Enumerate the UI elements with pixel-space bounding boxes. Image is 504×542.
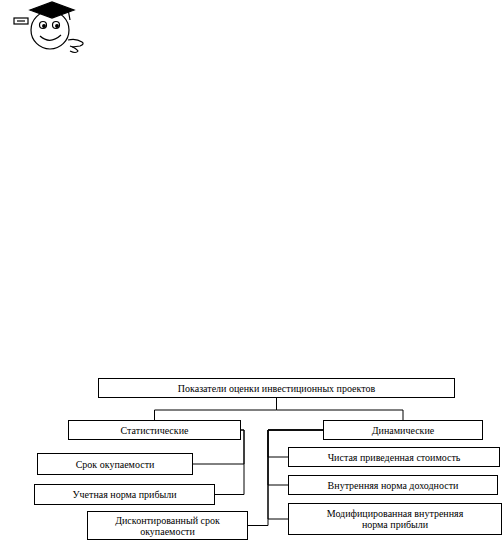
box-text: Учетная норма прибыли (72, 489, 176, 500)
indicator-box: Дисконтированный срок окупаемости (87, 511, 248, 540)
box-text: Дисконтированный срок окупаемости (110, 515, 225, 537)
box-text: Модифицированная внутренняя норма прибыл… (319, 508, 471, 530)
indicator-box: Внутренняя норма доходности (288, 475, 498, 495)
tree-connector (277, 398, 404, 420)
tree-connector (155, 398, 277, 420)
box-text: Срок окупаемости (76, 459, 155, 470)
root-box: Показатели оценки инвестиционных проекто… (98, 378, 455, 398)
box-text: Статистические (121, 425, 189, 436)
indicator-box: Динамические (323, 420, 483, 440)
box-text: Чистая приведенная стоимость (328, 452, 461, 463)
indicator-box: Чистая приведенная стоимость (288, 447, 500, 467)
indicator-box: Модифицированная внутренняя норма прибыл… (288, 503, 502, 535)
box-text: Показатели оценки инвестиционных проекто… (178, 383, 375, 394)
indicator-box: Статистические (68, 420, 241, 440)
indicator-box: Срок окупаемости (37, 453, 193, 475)
box-text: Внутренняя норма доходности (328, 480, 459, 491)
indicator-box: Учетная норма прибыли (34, 484, 215, 505)
box-text: Динамические (372, 425, 434, 436)
